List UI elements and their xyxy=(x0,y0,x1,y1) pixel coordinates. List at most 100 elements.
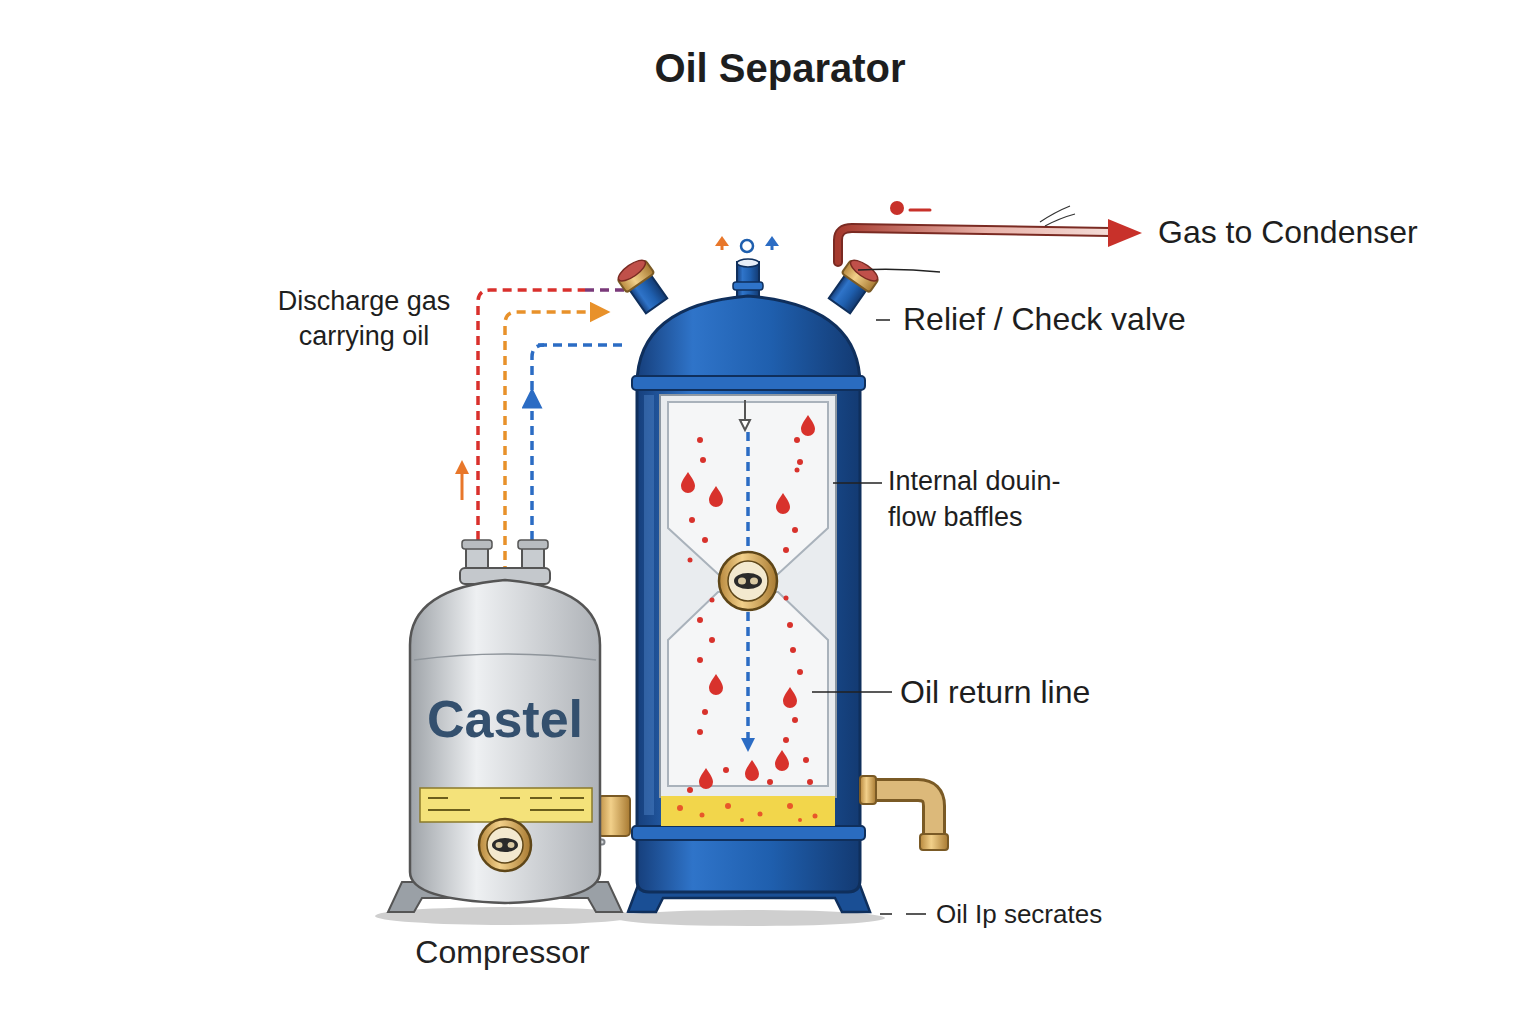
discharge-flow-lines xyxy=(538,343,628,347)
oil-droplets xyxy=(687,437,813,793)
sight-glass xyxy=(719,552,777,610)
oil-droplets xyxy=(745,760,759,781)
oil-droplets xyxy=(792,527,798,533)
oil-droplets xyxy=(702,709,708,715)
compressor-node: CastelCompressor xyxy=(380,530,625,975)
separator-vessel xyxy=(615,256,885,926)
separator-vessel xyxy=(644,395,654,815)
oil-droplets xyxy=(687,787,693,793)
oil-droplets xyxy=(681,472,695,493)
compressor-body xyxy=(420,788,592,822)
separator-vessel xyxy=(746,432,750,548)
discharge-flow-lines xyxy=(478,290,628,575)
separator-vessel xyxy=(661,796,835,826)
oil-droplets xyxy=(795,468,800,473)
separator-vessel xyxy=(740,400,750,430)
component-name: Compressor xyxy=(380,932,625,972)
oil-droplets xyxy=(767,779,773,785)
baffle xyxy=(668,592,828,786)
oil-droplets xyxy=(697,437,703,443)
brand-label: Castel xyxy=(410,688,600,750)
oil-droplets xyxy=(801,415,815,436)
inlet-nozzle xyxy=(615,256,671,316)
oil-feed-pipe xyxy=(598,796,630,836)
condenser-pipe xyxy=(838,228,1110,262)
sight-glass xyxy=(728,561,768,601)
condenser-pipe xyxy=(1108,219,1142,247)
outlet-nozzle xyxy=(826,256,882,316)
discharge-flow-lines xyxy=(478,290,585,540)
sight-glass xyxy=(719,552,777,610)
discharge-flow-lines xyxy=(585,288,628,292)
separator-vessel xyxy=(632,376,865,390)
condenser-pipe xyxy=(838,228,1110,262)
inlet-nozzle xyxy=(615,257,648,285)
flow-arrows xyxy=(715,236,729,246)
flow-arrows xyxy=(455,460,469,474)
oil-droplets xyxy=(794,437,800,443)
part-label: Internal douin- flow baffles xyxy=(888,463,1098,535)
oil-return-fitting xyxy=(860,776,876,804)
leader-lines xyxy=(876,319,890,321)
part-label: Oil return line xyxy=(900,672,1300,712)
oil-flecks xyxy=(813,814,818,819)
oil-flecks xyxy=(700,813,705,818)
oil-return-fitting xyxy=(860,776,948,850)
oil-droplets xyxy=(776,493,790,514)
compressor-body xyxy=(496,842,503,848)
compressor-body xyxy=(479,819,531,871)
oil-droplets xyxy=(783,547,789,553)
relief-valve xyxy=(733,282,763,290)
condenser-pipe xyxy=(890,201,904,215)
compressor-body xyxy=(428,798,584,810)
part-label: Relief / Check valve xyxy=(903,299,1303,339)
compressor-body xyxy=(375,540,635,925)
compressor-body xyxy=(462,540,492,549)
separator-vessel xyxy=(741,738,755,752)
sight-glass xyxy=(738,578,746,585)
compressor-body xyxy=(518,540,548,549)
oil-droplets xyxy=(787,622,793,628)
oil-droplets xyxy=(688,558,693,563)
oil-droplets xyxy=(709,637,715,643)
oil-droplets xyxy=(775,750,789,771)
compressor-body xyxy=(414,654,596,660)
condenser-pipe xyxy=(1040,206,1070,222)
oil-flecks xyxy=(787,803,793,809)
oil-flecks xyxy=(798,818,802,822)
oil-droplets xyxy=(807,779,813,785)
oil-droplets xyxy=(697,617,703,623)
oil-flecks xyxy=(725,803,731,809)
oil-droplets xyxy=(784,596,789,601)
condenser-pipe xyxy=(910,209,930,212)
separator-vessel xyxy=(632,826,865,840)
baffle xyxy=(668,402,828,574)
oil-droplets xyxy=(709,486,723,507)
oil-droplets xyxy=(689,517,695,523)
condenser-pipe xyxy=(1045,214,1075,226)
outlet-label: Gas to Condenser xyxy=(1158,212,1528,252)
oil-flecks xyxy=(740,818,744,822)
compressor-body xyxy=(410,580,600,903)
part-label: Oil Ip secrates xyxy=(936,898,1336,930)
separator-vessel xyxy=(746,612,750,740)
oil-droplets xyxy=(697,657,703,663)
oil-flecks xyxy=(758,812,763,817)
relief-valve xyxy=(737,259,759,267)
oil-droplets xyxy=(709,674,723,695)
oil-droplets xyxy=(681,415,815,793)
compressor-body xyxy=(487,827,523,863)
node-outline xyxy=(380,530,625,975)
oil-droplets xyxy=(790,647,796,653)
flow-arrows xyxy=(765,236,779,246)
separator-vessel xyxy=(660,395,836,797)
leader-lines xyxy=(812,691,892,693)
oil-droplets xyxy=(783,737,789,743)
leader-lines xyxy=(858,269,940,272)
compressor-body xyxy=(428,798,584,810)
sight-glass xyxy=(750,578,758,585)
condenser-pipe xyxy=(838,201,1142,262)
